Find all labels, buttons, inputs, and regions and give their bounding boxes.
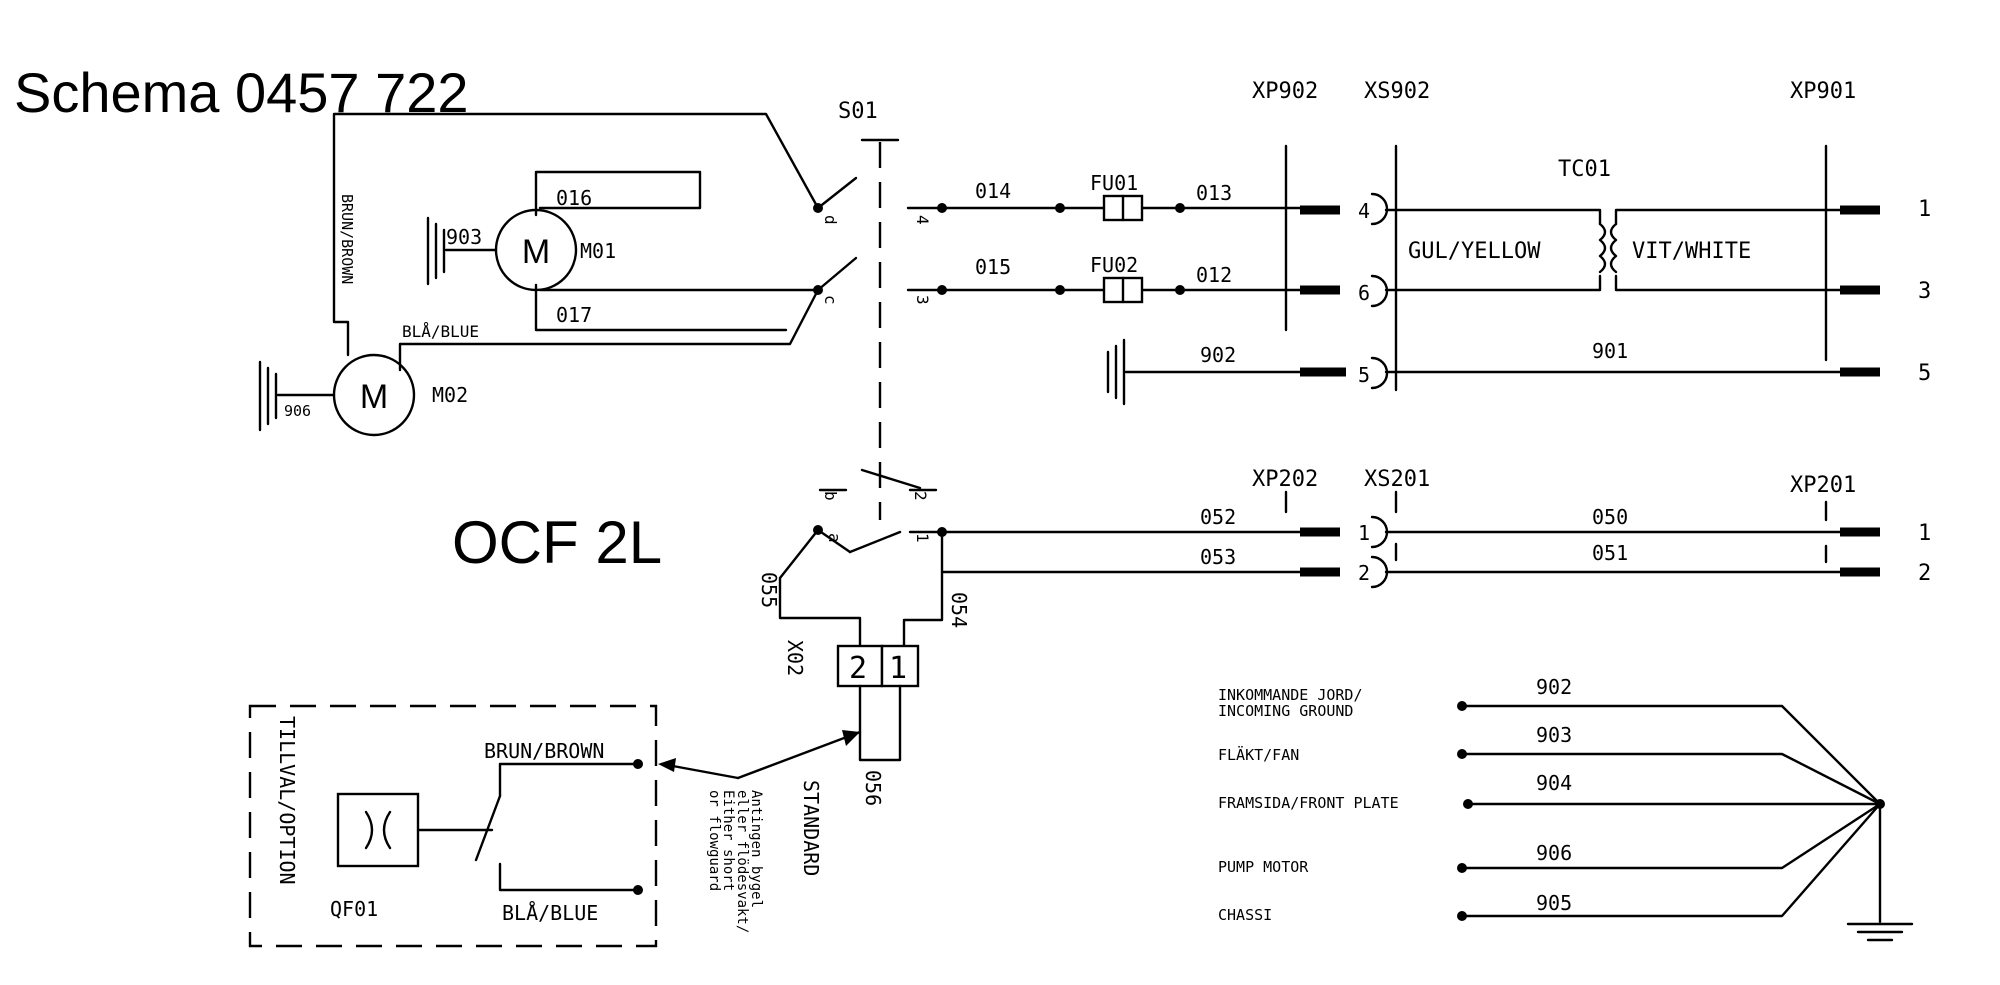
transformer-tc01: TC01 GUL/YELLOW VIT/WHITE 901 bbox=[1384, 157, 1842, 374]
wire-016: 016 bbox=[556, 186, 592, 210]
motor-m02-label: M02 bbox=[432, 383, 468, 407]
ground-wire-903: 903 bbox=[1536, 723, 1572, 747]
contact-d: d bbox=[821, 215, 840, 225]
motor-m02-symbol: M bbox=[360, 378, 388, 416]
contact-c: c bbox=[821, 295, 840, 305]
power-path-upper: 014 FU01 013 015 FU02 012 902 bbox=[937, 171, 1346, 406]
wire-902-chain: 902 bbox=[1200, 343, 1236, 367]
option-note-sv2: eller flödesvakt/ bbox=[734, 790, 750, 933]
wire-017: 017 bbox=[556, 303, 592, 327]
transformer-label: TC01 bbox=[1558, 157, 1611, 182]
ground-wire-902: 902 bbox=[1536, 675, 1572, 699]
fan-motor-m01: M M01 016 017 903 bbox=[426, 170, 820, 332]
ground-label-5: CHASSI bbox=[1218, 906, 1272, 924]
motor-m01-symbol: M bbox=[522, 233, 550, 271]
ground-label-3: FRAMSIDA/FRONT PLATE bbox=[1218, 794, 1399, 812]
wire-903-m01: 903 bbox=[446, 225, 482, 249]
ground-wire-905: 905 bbox=[1536, 891, 1572, 915]
connector-xp902-label: XP902 bbox=[1252, 79, 1318, 104]
xs201-pin-1: 1 bbox=[1358, 521, 1370, 545]
wire-color-yellow: GUL/YELLOW bbox=[1408, 239, 1541, 264]
connector-xp901: XP901 1 3 5 bbox=[1790, 79, 1931, 386]
xp901-pin-3: 3 bbox=[1918, 279, 1931, 304]
wire-013: 013 bbox=[1196, 181, 1232, 205]
fuse-fu01-label: FU01 bbox=[1090, 171, 1138, 195]
wire-color-brown-vertical: BRUN/BROWN bbox=[338, 194, 356, 284]
wire-051: 051 bbox=[1592, 541, 1628, 565]
model-label: OCF 2L bbox=[452, 509, 662, 576]
option-box-label: TILLVAL/OPTION bbox=[275, 716, 299, 885]
wire-056: 056 bbox=[861, 770, 885, 806]
wire-901: 901 bbox=[1592, 339, 1628, 363]
switch-s01: S01 d 4 c 3 b 2 a 1 bbox=[813, 99, 942, 554]
contact-3: 3 bbox=[913, 295, 932, 305]
wire-color-blue-m02: BLÅ/BLUE bbox=[402, 322, 479, 341]
fuse-fu02-label: FU02 bbox=[1090, 253, 1138, 277]
xp201-pin-1: 1 bbox=[1918, 521, 1931, 546]
connector-xp201-label: XP201 bbox=[1790, 473, 1856, 498]
wire-012: 012 bbox=[1196, 263, 1232, 287]
ground-label-1b: INCOMING GROUND bbox=[1218, 702, 1353, 720]
wire-050: 050 bbox=[1592, 505, 1628, 529]
option-note-sv: Antingen bygel bbox=[748, 790, 764, 908]
switch-s01-label: S01 bbox=[838, 99, 878, 124]
wire-052: 052 bbox=[1200, 505, 1236, 529]
terminal-pin-1: 1 bbox=[889, 651, 907, 686]
contact-4: 4 bbox=[913, 215, 932, 225]
xs902-pin-5: 5 bbox=[1358, 363, 1370, 387]
wire-014: 014 bbox=[975, 179, 1011, 203]
wire-054: 054 bbox=[947, 592, 971, 628]
ground-label-4: PUMP MOTOR bbox=[1218, 858, 1309, 876]
wire-906-m02: 906 bbox=[284, 402, 311, 420]
xp901-pin-5: 5 bbox=[1918, 361, 1931, 386]
ground-label-1: INKOMMANDE JORD/ bbox=[1218, 686, 1363, 704]
xp201-pin-2: 2 bbox=[1918, 561, 1931, 586]
ground-connections: INKOMMANDE JORD/ INCOMING GROUND FLÄKT/F… bbox=[1218, 675, 1914, 942]
terminal-x02-label: X02 bbox=[783, 640, 807, 676]
wire-053: 053 bbox=[1200, 545, 1236, 569]
connector-xp902-xs902: XP902 XS902 4 6 5 bbox=[1252, 79, 1430, 392]
contact-1: 1 bbox=[913, 533, 932, 543]
option-device-label: QF01 bbox=[330, 897, 378, 921]
xs201-pin-2: 2 bbox=[1358, 561, 1370, 585]
contact-a: a bbox=[825, 533, 844, 543]
option-brown-label: BRUN/BROWN bbox=[484, 739, 604, 763]
signal-path-lower: 052 053 XP202 XS201 1 2 050 051 XP201 1 … bbox=[937, 467, 1931, 589]
ground-wire-906: 906 bbox=[1536, 841, 1572, 865]
option-box: TILLVAL/OPTION QF01 BRUN/BROWN BLÅ/BLUE bbox=[248, 704, 658, 948]
wire-015: 015 bbox=[975, 255, 1011, 279]
ground-wire-904: 904 bbox=[1536, 771, 1572, 795]
option-note-en: Either short bbox=[720, 790, 736, 891]
xs902-pin-6: 6 bbox=[1358, 281, 1370, 305]
ground-label-2: FLÄKT/FAN bbox=[1218, 745, 1299, 764]
option-blue-label: BLÅ/BLUE bbox=[502, 901, 598, 925]
connector-xs201-label: XS201 bbox=[1364, 467, 1430, 492]
connector-xp202-label: XP202 bbox=[1252, 467, 1318, 492]
contact-b: b bbox=[821, 491, 840, 501]
wire-055: 055 bbox=[757, 572, 781, 608]
wire-color-white: VIT/WHITE bbox=[1632, 239, 1751, 264]
connector-xs902-label: XS902 bbox=[1364, 79, 1430, 104]
motor-m01-label: M01 bbox=[580, 239, 616, 263]
contact-2: 2 bbox=[911, 491, 930, 501]
terminal-pin-2: 2 bbox=[849, 651, 867, 686]
xs902-pin-4: 4 bbox=[1358, 199, 1370, 223]
pump-motor-m02: BRUN/BROWN BLÅ/BLUE M M02 906 bbox=[258, 112, 820, 437]
option-note-en2: or flowguard bbox=[706, 790, 722, 891]
connector-xp901-label: XP901 bbox=[1790, 79, 1856, 104]
xp901-pin-1: 1 bbox=[1918, 197, 1931, 222]
terminal-x02: 055 054 2 1 X02 056 STANDARD Antingen by… bbox=[658, 528, 971, 933]
standard-label: STANDARD bbox=[799, 780, 823, 876]
